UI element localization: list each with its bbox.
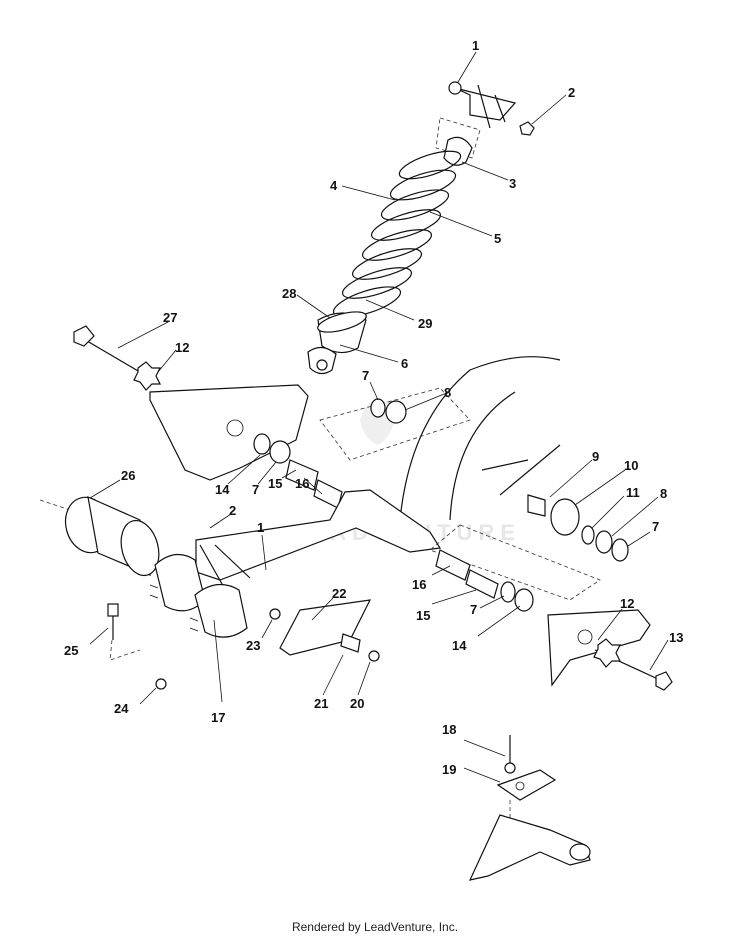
part-label-16b: 16 bbox=[412, 577, 426, 592]
part-labels: 1 2 3 4 5 6 7 8 27 12 28 29 26 14 7 15 1… bbox=[64, 38, 683, 777]
right-mount-bracket bbox=[547, 609, 673, 691]
part-label-27: 27 bbox=[163, 310, 177, 325]
part-label-14b: 14 bbox=[452, 638, 467, 653]
part-label-24: 24 bbox=[114, 701, 129, 716]
small-hardware bbox=[107, 603, 281, 690]
part-label-7c: 7 bbox=[652, 519, 659, 534]
part-label-11: 11 bbox=[626, 485, 640, 500]
part-label-9: 9 bbox=[592, 449, 599, 464]
part-label-4: 4 bbox=[330, 178, 338, 193]
part-label-17: 17 bbox=[211, 710, 225, 725]
left-mount-bracket bbox=[73, 325, 309, 481]
part-label-15: 15 bbox=[268, 476, 282, 491]
lower-arm-detail bbox=[468, 735, 591, 881]
part-label-2b: 2 bbox=[229, 503, 236, 518]
part-label-7: 7 bbox=[362, 368, 369, 383]
part-label-13: 13 bbox=[669, 630, 683, 645]
part-label-10: 10 bbox=[624, 458, 638, 473]
part-label-29: 29 bbox=[418, 316, 432, 331]
part-label-2: 2 bbox=[568, 85, 575, 100]
pivot-tube bbox=[39, 495, 160, 577]
axle-clamps bbox=[149, 554, 248, 638]
part-label-26: 26 bbox=[121, 468, 135, 483]
part-label-20: 20 bbox=[350, 696, 364, 711]
part-label-8b: 8 bbox=[660, 486, 667, 501]
part-label-1b: 1 bbox=[257, 520, 264, 535]
part-label-22: 22 bbox=[332, 586, 346, 601]
part-label-28: 28 bbox=[282, 286, 296, 301]
part-label-15b: 15 bbox=[416, 608, 430, 623]
part-label-19: 19 bbox=[442, 762, 456, 777]
lower-bracket bbox=[279, 599, 380, 662]
upper-washers bbox=[253, 398, 407, 509]
part-label-7b: 7 bbox=[252, 482, 259, 497]
part-label-5: 5 bbox=[494, 231, 501, 246]
shock-absorber bbox=[307, 136, 473, 375]
lower-right-spacers bbox=[435, 549, 534, 612]
part-label-25: 25 bbox=[64, 643, 78, 658]
leader-lines bbox=[89, 51, 669, 783]
part-label-14: 14 bbox=[215, 482, 230, 497]
coil-spring bbox=[332, 150, 462, 318]
part-label-7d: 7 bbox=[470, 602, 477, 617]
part-label-23: 23 bbox=[246, 638, 260, 653]
frame-outline bbox=[319, 356, 561, 521]
right-axle-parts bbox=[429, 444, 629, 601]
upper-mount-bracket bbox=[435, 81, 535, 159]
footer-credit: Rendered by LeadVenture, Inc. bbox=[291, 920, 459, 934]
part-label-21: 21 bbox=[314, 696, 328, 711]
part-label-12b: 12 bbox=[620, 596, 634, 611]
part-label-6: 6 bbox=[401, 356, 408, 371]
part-label-3: 3 bbox=[509, 176, 516, 191]
part-label-18: 18 bbox=[442, 722, 456, 737]
part-label-16: 16 bbox=[295, 476, 309, 491]
part-label-8: 8 bbox=[444, 385, 451, 400]
part-label-12: 12 bbox=[175, 340, 189, 355]
part-label-1: 1 bbox=[472, 38, 479, 53]
